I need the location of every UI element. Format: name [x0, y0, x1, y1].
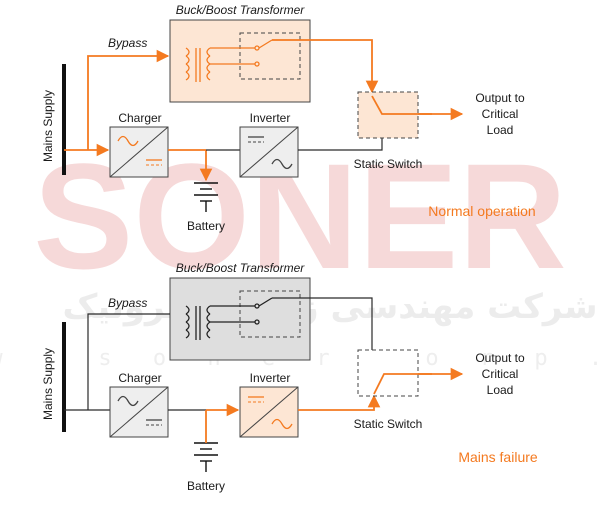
ac-wave-icon [117, 395, 139, 407]
static-switch [357, 91, 419, 139]
transformer-title: Buck/Boost Transformer [176, 261, 305, 275]
charger-label: Charger [118, 111, 161, 125]
static-switch-label: Static Switch [354, 157, 423, 171]
static-switch-active-contact [373, 373, 432, 395]
inverter-to-switch-path-active [298, 394, 381, 411]
mains-supply-label: Mains Supply [41, 348, 55, 420]
bypass-label: Bypass [108, 36, 147, 50]
inverter-ac-wave-icon [271, 158, 293, 170]
bypass-label: Bypass [108, 296, 147, 310]
watermark: SONER شرکت مهندسی زرین الکترونیک w w w .… [0, 132, 600, 371]
output-label-line-3: Load [487, 123, 514, 137]
normal-operation-panel: Mains Supply Buck/Boost Transformer Bypa… [41, 3, 536, 233]
transformer-tap-switch-box [239, 32, 301, 80]
transformer-coil-icon [185, 39, 273, 82]
battery-label: Battery [187, 219, 225, 233]
output-label-line-2: Critical [482, 367, 519, 381]
inverter-ac-wave-icon [271, 418, 293, 430]
battery-label: Battery [187, 479, 225, 493]
transformer-coil-icon [185, 297, 273, 340]
normal-operation-status: Normal operation [428, 203, 535, 219]
bypass-path-active [87, 49, 170, 150]
mains-failure-status: Mains failure [458, 449, 538, 465]
output-label-line-3: Load [487, 383, 514, 397]
inverter-to-switch-path [298, 138, 383, 151]
transformer-output-path [272, 39, 379, 94]
mains-supply-label: Mains Supply [41, 90, 55, 162]
mains-failure-panel: Mains Supply Buck/Boost Transformer Bypa… [41, 261, 538, 493]
transformer-tap-switch-box [239, 290, 301, 338]
watermark-persian-text: شرکت مهندسی زرین الکترونیک [62, 287, 597, 327]
output-label-line-2: Critical [482, 107, 519, 121]
static-switch-label: Static Switch [354, 417, 423, 431]
battery-icon [194, 182, 218, 212]
bypass-path-inactive [87, 313, 170, 410]
transformer-output-path-inactive [272, 297, 373, 350]
output-label-line-1: Output to [475, 91, 525, 105]
battery-icon [194, 442, 218, 472]
charger-label: Charger [118, 371, 161, 385]
output-label-line-1: Output to [475, 351, 525, 365]
transformer-title: Buck/Boost Transformer [176, 3, 305, 17]
inverter-label: Inverter [250, 111, 291, 125]
ac-wave-icon [117, 135, 139, 147]
static-switch-active-contact [371, 95, 432, 115]
inverter-label: Inverter [250, 371, 291, 385]
static-switch [357, 349, 419, 397]
